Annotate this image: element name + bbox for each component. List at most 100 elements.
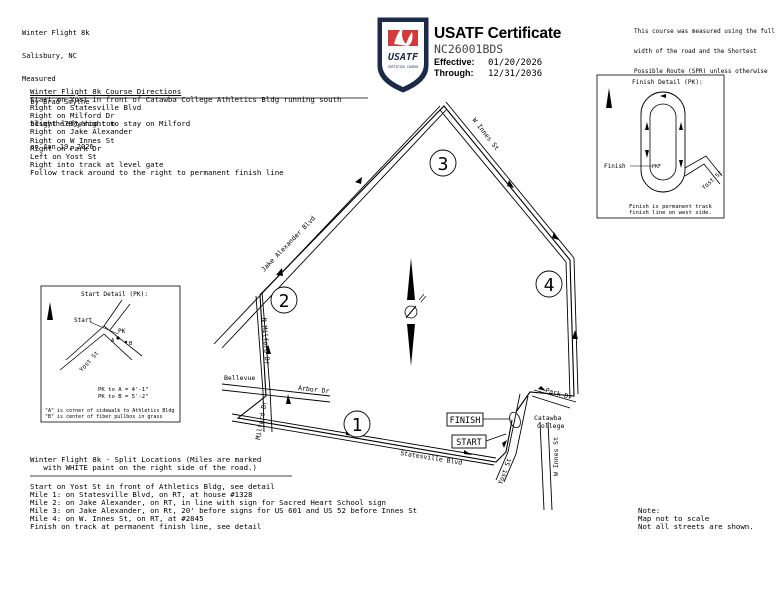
road-innes-b [439,109,571,399]
finish-detail-finish-label: Finish [604,163,626,170]
north-arrow [404,258,427,366]
directions-title: Winter Flight 8k Course Directions [30,87,182,96]
finish-detail-panel: Finish Detail (PK): Yost St Finish PKF F… [596,74,724,219]
split-line: Mile 3: on Jake Alexander, on Rt, 20' be… [30,506,418,516]
road-statesville-b [231,420,495,466]
direction-line: Right on W Innes St [30,135,115,145]
start-box-label: START [456,438,482,448]
map-note: Note: Map not to scale Not all streets a… [638,506,754,532]
street-label-milford: N Milford Dr [260,318,271,365]
finish-box [446,412,484,427]
cert-title: USATF Certificate [434,25,562,42]
split-line: Mile 2: on Jake Alexander, on RT, in lin… [30,498,386,508]
mile-marker-label: 1 [352,415,363,436]
road-innes-lower-b [547,421,553,511]
start-detail-pk-label: PK [118,328,126,335]
start-callout: START [451,433,507,449]
route-arrow-icon [572,330,578,339]
logo-text: USATF [388,52,419,63]
road-innes-lower-a [539,421,545,511]
mile-marker-3 [429,149,457,177]
mile-markers: 1 2 3 4 [270,149,563,438]
split-line: Start on Yost St in front of Athletics B… [30,482,275,491]
campus-label: Catawba [534,414,561,422]
street-label-arbor: Arbor Dr [298,384,330,395]
finish-box-label: FINISH [450,416,481,426]
road-park-a [533,389,577,403]
direction-line: Right into track at level gate [30,159,164,169]
direction-line: Right on Park Dr [30,143,102,153]
road-milford-b [255,295,265,433]
mile-marker-label: 3 [438,154,449,175]
start-detail-frame [40,285,181,423]
route-arrow-icon [538,386,546,391]
course-info-line: Measured [22,74,56,83]
mile-marker-2 [270,286,298,314]
through-label: Through: [434,68,474,78]
start-detail-panel: Start Detail (PK): Start PK A B Yost St … [40,285,181,423]
road-milford-a [261,291,273,433]
route-arrow-icon [552,232,559,240]
direction-line: Slight left/right to stay on Milford [30,119,191,129]
split-line: Mile 4: on W. Innes St, on RT, at #2845 [30,514,204,524]
usatf-logo: USATF CERTIFIED COURSE [377,17,429,93]
through-date: 12/31/2036 [488,69,543,79]
splits-title: with WHITE paint on the right side of th… [30,463,257,473]
finish-detail-title: Finish Detail (PK): [632,79,703,86]
mile-marker-1 [343,410,371,438]
north-arrow-icon [407,258,415,300]
logo-subtext: CERTIFIED COURSE [388,65,419,69]
direction-line: Left on Yost St [30,151,97,161]
splits-title: Winter Flight 8k - Split Locations (Mile… [30,455,262,464]
finish-detail-note: finish line on west side. [629,210,712,216]
road-jake-inner [221,109,447,349]
split-line: Finish on track at permanent finish line… [30,522,262,532]
route-arrow-icon [464,450,472,455]
start-detail-note: "B" is center of fiber pullbox in grass [45,414,162,420]
direction-line: Start on Yost in front of Catawba Colleg… [30,95,342,105]
start-detail-b-label: B [129,341,133,347]
finish-track-arrow-icon [645,94,683,168]
measure-note: This course was measured using the full … [634,16,775,102]
road-yost-b [503,395,529,483]
route-arrow-icon [286,394,291,404]
direction-line: Right on Jake Alexander [30,127,133,137]
start-detail-a-label: A [111,338,115,344]
street-label-yost: Yost St [496,457,513,486]
effective-date: 01/20/2026 [488,58,543,68]
mile-marker-label: 2 [279,291,290,312]
course-info-line: bdsmythe78@yahoo.com [22,120,115,129]
course-info-line: on Jan 19, 2026 [22,143,94,152]
course-info-line: by Brad Smythe [22,97,90,106]
start-detail-north-icon [47,302,53,320]
course-route [236,105,575,463]
course-info-line: Salisbury, NC [22,51,77,60]
road-innes-a [445,101,579,395]
direction-line: Right on Milford Dr [30,111,115,121]
start-detail-title: Start Detail (PK): [81,291,148,298]
measure-note-line: Possible Route (SPR) unless otherwise [634,67,768,75]
street-label-statesville: Statesville Blvd [400,449,463,467]
start-box [451,434,487,449]
split-locations: Winter Flight 8k - Split Locations (Mile… [30,455,262,473]
campus-label: College [537,422,564,430]
road-jake-outer [213,105,441,345]
mile-marker-4 [535,270,563,298]
note-line: Note: [638,506,661,515]
start-detail-start-label: Start [74,317,92,324]
note-line: Not all streets are shown. [638,522,754,532]
road-park-b [531,395,571,409]
measure-note-line: width of the road and the Shortest [634,47,757,55]
split-line: Mile 1: on Statesville Blvd, on RT, at h… [30,490,253,500]
course-info-line: Winter Flight 8k [22,29,90,38]
route-arrow-icon [276,268,283,276]
effective-row: Effective: 01/20/2026 [434,57,542,68]
route-arrow-icon [355,177,362,184]
effective-label: Effective: [434,57,475,67]
start-detail-note: "A" is corner of sidewalk to Athletics B… [45,408,174,414]
track-oval [509,411,521,429]
cert-number: NC26001BDS [434,42,504,56]
route-arrow-icon [266,344,271,354]
street-label-park: Park Dr [544,386,573,401]
